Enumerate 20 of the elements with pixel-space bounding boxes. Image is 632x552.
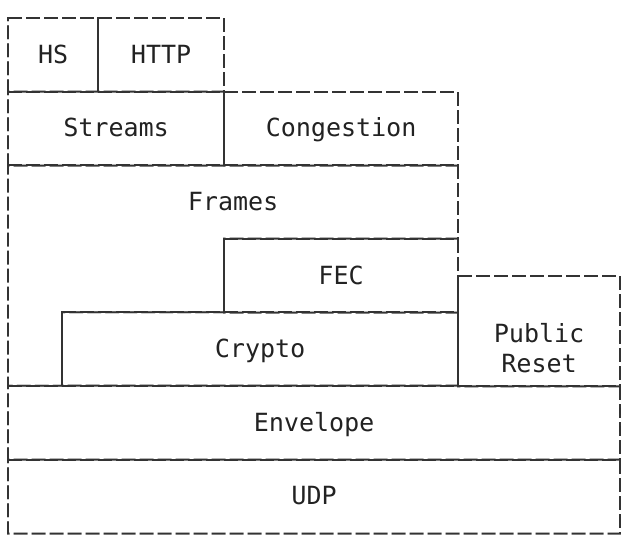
layer-label: Streams [63, 113, 169, 144]
layer-region [8, 165, 458, 386]
layer-label: UDP [291, 481, 337, 512]
layer-box [224, 92, 458, 166]
layer-box [98, 18, 224, 92]
layer-label: HS [38, 40, 68, 70]
layer-box [8, 92, 224, 166]
layer-box [458, 276, 620, 386]
layer-box [224, 238, 458, 312]
layer-label: Frames [188, 186, 278, 217]
layer-box [8, 386, 620, 460]
layer-label: Crypto [214, 334, 306, 364]
layer-box [62, 312, 458, 386]
layer-label: FEC [318, 260, 364, 291]
layer-label: Envelope [254, 408, 374, 438]
layer-label: Congestion [266, 113, 416, 144]
layer-box [8, 18, 98, 92]
layer-label: HTTP [130, 40, 192, 70]
layer-label: Public Reset [492, 319, 586, 380]
layer-box [8, 460, 620, 534]
